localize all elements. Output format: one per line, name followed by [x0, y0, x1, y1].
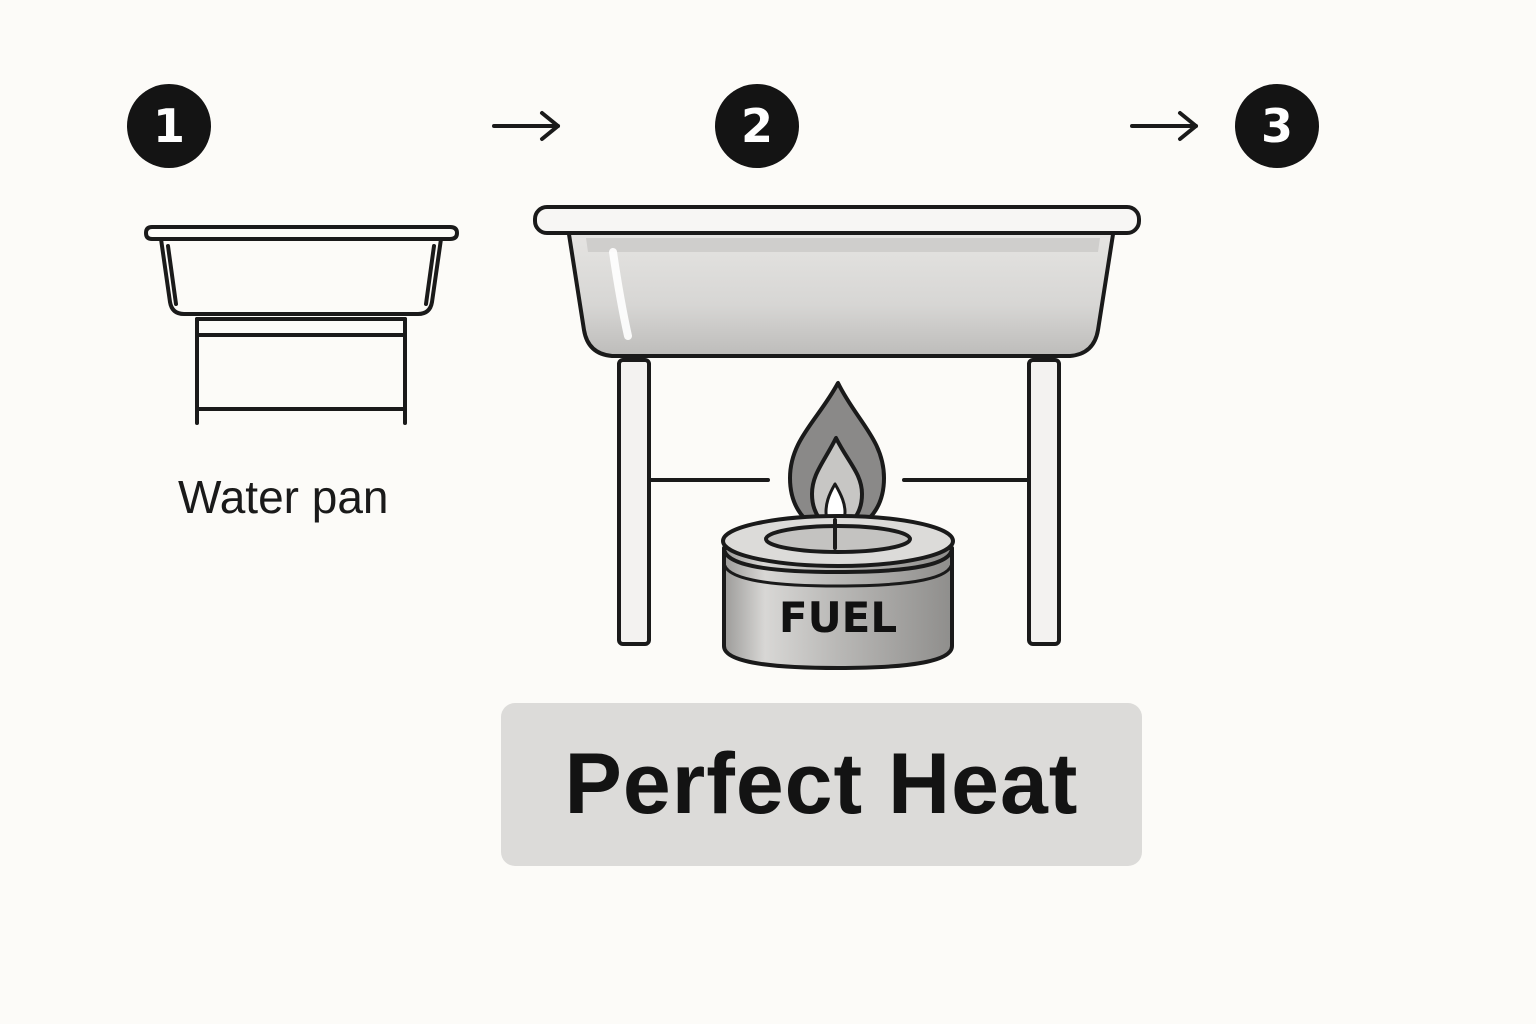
step-3-number: 3: [1260, 99, 1293, 153]
result-box: Perfect Heat: [501, 703, 1142, 866]
arrow-right-icon: [492, 111, 560, 141]
fuel-can-label: FUEL: [779, 593, 897, 642]
step-2-badge: 2: [715, 84, 799, 168]
arrow-right-icon: [1130, 111, 1198, 141]
step-2-number: 2: [740, 99, 773, 153]
water-pan-caption: Water pan: [178, 471, 389, 523]
step-1-badge: 1: [127, 84, 211, 168]
step-1-number: 1: [152, 99, 185, 153]
step-3-badge: 3: [1235, 84, 1319, 168]
result-label: Perfect Heat: [564, 736, 1079, 832]
